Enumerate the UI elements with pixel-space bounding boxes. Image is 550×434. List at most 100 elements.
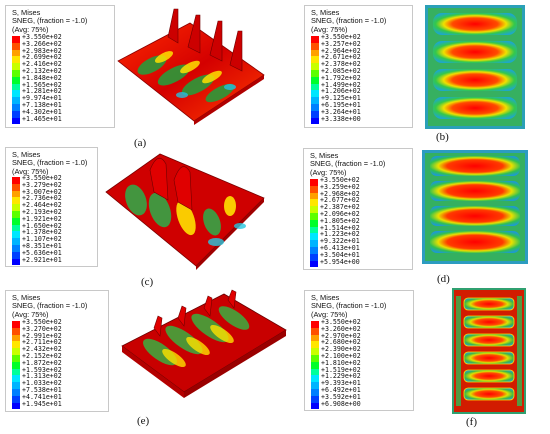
plate-top-d — [422, 150, 528, 264]
color-swatch — [12, 110, 20, 118]
color-swatch — [12, 348, 20, 355]
color-swatch — [311, 388, 319, 396]
legend-value: +1.792e+02 — [321, 73, 361, 82]
legend-value: +1.229e+02 — [321, 372, 361, 381]
legend-value: +7.138e+01 — [22, 101, 62, 109]
legend-value: +1.565e+02 — [22, 80, 62, 89]
legend-value: +6.195e+01 — [321, 101, 361, 109]
legend-value: +1.378e+02 — [22, 228, 62, 237]
legend-value: +3.279e+02 — [22, 180, 62, 189]
legend-value: +3.550e+02 — [22, 318, 62, 326]
color-swatch — [310, 219, 318, 227]
color-swatch — [311, 375, 319, 383]
color-swatch — [310, 199, 318, 207]
color-bar — [310, 179, 318, 268]
color-swatch — [12, 217, 20, 225]
legend-value: +2.991e+02 — [22, 331, 62, 340]
plate-3d-e — [121, 289, 287, 398]
color-swatch — [311, 354, 319, 362]
color-swatch — [311, 36, 319, 43]
legend-value: +2.132e+02 — [22, 67, 62, 75]
color-swatch — [311, 341, 319, 349]
legend-value: +2.432e+02 — [22, 345, 62, 354]
color-swatch — [12, 231, 20, 239]
color-swatch — [311, 402, 319, 410]
color-swatch — [12, 238, 20, 245]
color-swatch — [311, 42, 319, 50]
color-swatch — [12, 210, 20, 218]
color-swatch — [12, 63, 20, 70]
legend-value: +3.550e+02 — [321, 318, 361, 326]
legend-value: +2.921e+01 — [22, 255, 62, 264]
legend-value: +3.259e+02 — [320, 182, 360, 191]
legend-value: +4.302e+01 — [22, 107, 62, 116]
legend-value: +6.908e+00 — [321, 399, 361, 408]
legend-avg: (Avg: 75%) — [12, 309, 49, 319]
color-swatch — [311, 56, 319, 64]
legend-value: +5.954e+00 — [320, 257, 360, 266]
legend-value: +2.100e+02 — [321, 352, 361, 360]
legend-value: +2.193e+02 — [22, 208, 62, 216]
color-bar — [311, 321, 319, 410]
color-swatch — [311, 382, 319, 389]
color-bar — [12, 321, 20, 410]
color-bar — [12, 36, 20, 125]
color-swatch — [311, 361, 319, 369]
panel-label-c: (c) — [141, 276, 154, 288]
color-swatch — [310, 233, 318, 241]
legend-value: +5.636e+01 — [22, 248, 62, 257]
legend-subtitle: SNEG, (fraction = -1.0) — [12, 301, 88, 311]
plate-top-b — [425, 5, 525, 129]
color-swatch — [12, 341, 20, 349]
legend-value: +2.152e+02 — [22, 352, 62, 360]
color-swatch — [12, 49, 20, 57]
color-swatch — [12, 76, 20, 84]
legend-value: +2.680e+02 — [321, 338, 361, 347]
color-swatch — [12, 244, 20, 252]
legend-value: +2.711e+02 — [22, 338, 62, 347]
legend-value: +2.416e+02 — [22, 60, 62, 69]
color-bar — [12, 177, 20, 266]
color-swatch — [12, 354, 20, 362]
legend-value: +1.281e+02 — [22, 87, 62, 96]
legend-value: +1.033e+02 — [22, 379, 62, 388]
color-swatch — [12, 190, 20, 198]
color-swatch — [12, 258, 20, 266]
legend-value: +2.085e+02 — [321, 67, 361, 75]
color-swatch — [311, 97, 319, 104]
color-swatch — [12, 83, 20, 91]
legend-avg: (Avg: 75%) — [311, 24, 348, 34]
legend-value: +2.699e+02 — [22, 53, 62, 62]
color-swatch — [12, 251, 20, 259]
legend-value: +2.970e+02 — [321, 331, 361, 340]
color-swatch — [311, 69, 319, 77]
legend-value: +3.550e+02 — [321, 33, 361, 41]
color-swatch — [311, 327, 319, 335]
legend-avg: (Avg: 75%) — [311, 309, 348, 319]
color-swatch — [12, 117, 20, 125]
legend-value: +7.538e+01 — [22, 386, 62, 394]
legend-title: S, Mises — [311, 293, 340, 302]
legend-value: +3.550e+02 — [22, 33, 62, 41]
legend-value: +9.393e+01 — [321, 379, 361, 388]
color-swatch — [12, 334, 20, 342]
legend-value: +3.266e+02 — [22, 39, 62, 48]
color-swatch — [12, 69, 20, 77]
legend-subtitle: SNEG, (fraction = -1.0) — [12, 158, 88, 168]
color-swatch — [311, 368, 319, 376]
legend-value: +1.313e+02 — [22, 372, 62, 381]
color-swatch — [12, 361, 20, 369]
legend-value: +2.464e+02 — [22, 201, 62, 210]
color-swatch — [12, 375, 20, 383]
legend-subtitle: SNEG, (fraction = -1.0) — [311, 301, 387, 311]
legend-value: +1.465e+01 — [22, 114, 62, 123]
color-swatch — [311, 103, 319, 111]
color-swatch — [12, 327, 20, 335]
legend-title: S, Mises — [12, 293, 41, 302]
color-swatch — [310, 179, 318, 186]
color-swatch — [12, 204, 20, 211]
